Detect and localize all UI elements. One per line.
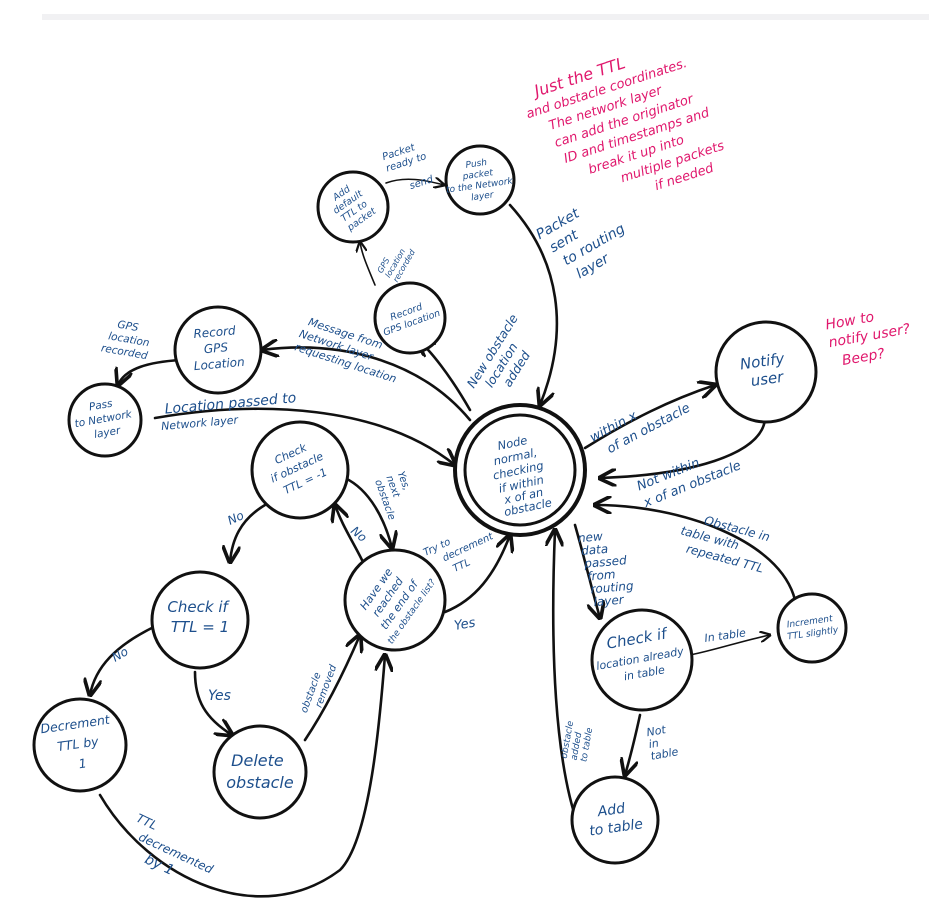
svg-text:TTL decremented by: TTL decremented by 1 bbox=[119, 811, 225, 895]
svg-text:Record GPS Loc: Record GPS Location bbox=[190, 323, 245, 373]
edge-record-small-to-add-ttl bbox=[360, 242, 376, 286]
node-add-table: Add to table bbox=[570, 775, 660, 865]
add-table-line-1: Add bbox=[596, 801, 626, 821]
node-reached-end: Have we reached the end of the obstacle … bbox=[343, 548, 447, 652]
node-increment-ttl: Increment TTL slightly bbox=[776, 592, 848, 664]
svg-text:New obstacle location: New obstacle location added bbox=[464, 308, 549, 406]
check-one-line-2: TTL = 1 bbox=[171, 618, 229, 636]
notes: Just the TTL and obstacle coordinates. T… bbox=[518, 31, 919, 371]
node-record-gps: Record GPS Location bbox=[173, 305, 263, 395]
svg-text:Add to table: Add to table bbox=[586, 798, 644, 839]
label-new-data-1: new bbox=[577, 529, 603, 545]
edge-center-to-check-location bbox=[573, 523, 600, 618]
edge-center-to-notify bbox=[583, 385, 715, 450]
node-decrement-ttl: Decrement TTL by 1 bbox=[32, 697, 128, 793]
edge-check-ttl-one-to-delete bbox=[193, 670, 232, 735]
notify-note-line-3: Beep? bbox=[841, 346, 887, 369]
node-check-ttl-one: Check if TTL = 1 bbox=[150, 570, 250, 670]
decrement-line-2: TTL by bbox=[56, 733, 100, 754]
svg-text:Not in table: Not in table bbox=[646, 722, 680, 763]
label-yes-center: Yes bbox=[453, 615, 477, 634]
edge-reached-to-center bbox=[443, 535, 510, 614]
label-packet-ready-3: send bbox=[408, 174, 435, 192]
label-obstacle-added-2: added bbox=[570, 731, 585, 761]
push-line-1: Push bbox=[465, 158, 488, 171]
pass-line-3: layer bbox=[93, 424, 122, 441]
edge-check-location-to-increment bbox=[689, 635, 770, 656]
svg-text:Yes, next obstacle: Yes, next obstacle bbox=[372, 470, 419, 522]
node-record-gps-small: Record GPS location bbox=[373, 281, 447, 355]
svg-text:obstacle removed: obstacle removed bbox=[299, 659, 339, 719]
label-new-data-2: data bbox=[581, 542, 609, 558]
node-push-packet: Push packet to the Network layer bbox=[444, 144, 516, 216]
node-check-location: Check if location already in table bbox=[590, 608, 694, 712]
edge-check-neg-to-check-ttl-one bbox=[230, 503, 267, 562]
push-line-2: packet bbox=[461, 168, 494, 182]
label-gps-recorded-1: GPS bbox=[116, 319, 139, 335]
label-no-decrement: No bbox=[110, 644, 131, 664]
delete-line-2: obstacle bbox=[226, 773, 294, 792]
svg-text:GPS location recor: GPS location recorded bbox=[376, 238, 418, 283]
label-yes-delete: Yes bbox=[208, 688, 231, 704]
edge-add-table-to-center bbox=[553, 530, 580, 827]
edge-add-ttl-to-push bbox=[385, 179, 444, 185]
edge-check-location-to-add-table bbox=[625, 713, 642, 775]
record-gps-line-1: Record bbox=[193, 323, 237, 341]
edge-center-to-record-gps bbox=[262, 348, 472, 422]
edge-notify-to-center bbox=[600, 418, 767, 478]
notify-line-2: user bbox=[750, 368, 786, 390]
label-in-table: In table bbox=[704, 626, 747, 645]
label-no-check-ttl: No bbox=[225, 508, 246, 528]
node-add-ttl: Add default TTL to packet bbox=[316, 170, 390, 244]
label-new-data-4: from bbox=[587, 567, 616, 583]
nodes: Node normal, checking if within x of an … bbox=[32, 144, 848, 865]
svg-text:new data passed: new data passed from routing layer bbox=[577, 527, 639, 610]
check-one-line-1: Check if bbox=[167, 598, 230, 616]
edge-check-neg-to-reached bbox=[343, 476, 392, 548]
svg-text:Delete obstacle: Delete obstacle bbox=[226, 751, 294, 792]
svg-text:How to notify user?: How to notify user? Beep? bbox=[824, 303, 919, 371]
edges bbox=[90, 179, 797, 898]
edge-increment-to-center bbox=[595, 505, 797, 602]
svg-text:Node normal, c: Node normal, checking if within x of an … bbox=[486, 430, 557, 520]
add-table-line-2: to table bbox=[588, 816, 644, 839]
svg-text:Check if TTL = 1: Check if TTL = 1 bbox=[167, 598, 232, 636]
edge-delete-to-reached bbox=[303, 635, 360, 742]
edge-decrement-to-reached bbox=[98, 655, 385, 898]
svg-text:Packet ready to se: Packet ready to send bbox=[381, 139, 438, 198]
push-line-4: layer bbox=[470, 190, 495, 203]
edge-labels: Packet ready to send Packet sent to rout… bbox=[100, 139, 771, 895]
center-line-1: Node bbox=[496, 433, 528, 453]
edge-pass-to-center bbox=[153, 407, 455, 465]
label-new-data-6: layer bbox=[593, 592, 625, 609]
edge-check-ttl-one-to-decrement bbox=[90, 623, 160, 695]
svg-text:GPS location recor: GPS location recorded bbox=[100, 317, 156, 363]
pass-line-1: Pass bbox=[88, 397, 114, 413]
decrement-line-3: 1 bbox=[78, 755, 88, 771]
edge-reached-to-check-neg bbox=[335, 505, 364, 562]
edge-record-gps-to-pass bbox=[118, 358, 182, 385]
page-top-bar bbox=[42, 14, 929, 20]
node-notify-user: Notify user bbox=[714, 320, 818, 424]
label-not-in-table-1: Not bbox=[646, 723, 668, 739]
node-pass-network: Pass to Network layer bbox=[67, 382, 143, 458]
label-not-in-table-2: in bbox=[648, 737, 660, 752]
record-gps-line-2: GPS bbox=[203, 340, 229, 356]
node-delete-obstacle: Delete obstacle bbox=[212, 724, 308, 820]
label-ttl-decremented-1: TTL bbox=[134, 811, 159, 833]
svg-text:within x of an obstacle: within x of an obstacle bbox=[587, 385, 692, 462]
label-new-data-5: routing bbox=[590, 579, 635, 597]
svg-text:Just the TTL and obstacl: Just the TTL and obstacle coordinates. T… bbox=[518, 31, 736, 225]
edge-push-to-center bbox=[508, 203, 559, 405]
node-center: Node normal, checking if within x of an … bbox=[453, 403, 587, 537]
label-obstacle-added-3: to table bbox=[579, 726, 595, 762]
label-not-in-table-3: table bbox=[650, 745, 680, 763]
svg-text:obstacle added to: obstacle added to table bbox=[560, 717, 597, 762]
node-check-ttl-neg: Check if obstacle TTL = -1 bbox=[250, 420, 350, 520]
record-gps-line-3: Location bbox=[193, 355, 245, 373]
svg-text:Not within x of an obsta: Not within x of an obstacle bbox=[634, 442, 743, 512]
delete-line-1: Delete bbox=[231, 751, 284, 770]
